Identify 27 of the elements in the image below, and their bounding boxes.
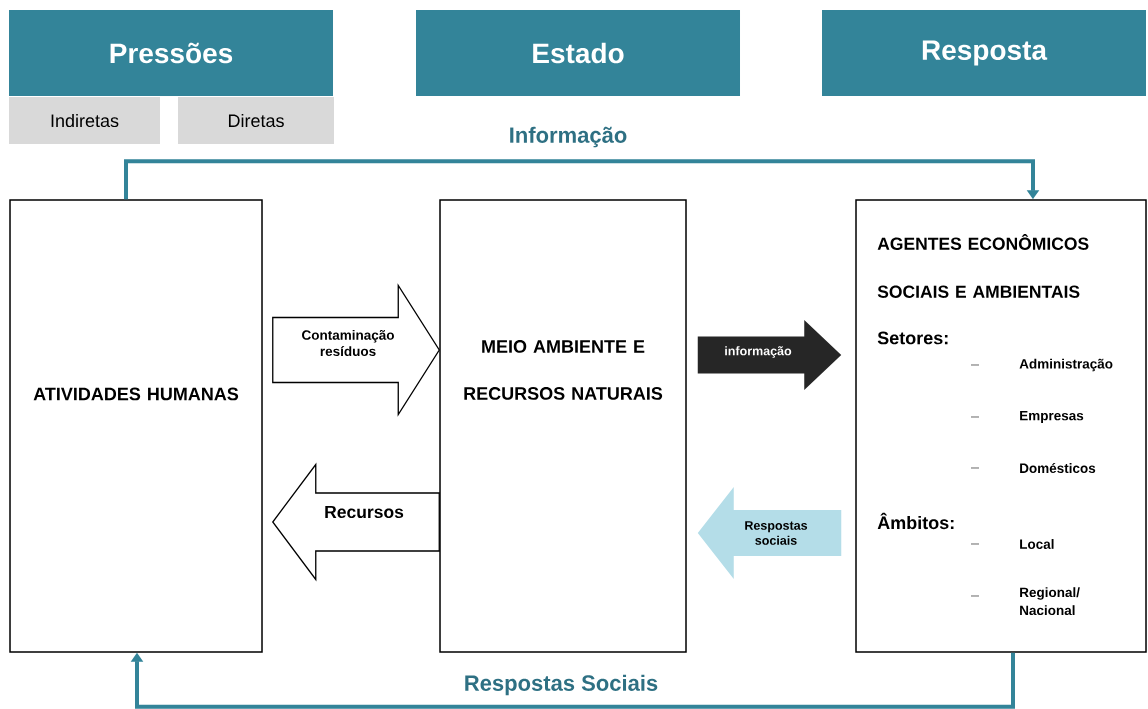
list-heading: Setores: xyxy=(877,331,948,345)
edge-label: Recursos xyxy=(325,505,404,519)
category-tab: Indiretas xyxy=(9,97,160,144)
category-tab: Diretas xyxy=(178,97,334,144)
edge-label: Respostas sociais xyxy=(745,521,808,545)
edge-label: Respostas Sociais xyxy=(462,673,660,697)
list-item: Regional/ Nacional xyxy=(1020,587,1080,616)
list-item: Administração xyxy=(1019,358,1113,372)
block-arrow xyxy=(697,320,842,390)
block-arrow xyxy=(271,462,440,582)
header-box: Pressões xyxy=(9,10,333,96)
edge-label: Contaminação resíduos xyxy=(302,329,394,357)
connector-arrow xyxy=(130,652,1015,709)
edge-label: informação xyxy=(725,346,792,358)
header-box: Resposta xyxy=(822,10,1146,96)
connector-arrow xyxy=(124,159,1040,200)
header-box: Estado xyxy=(416,10,740,96)
box-title: MEIO AMBIENTE E RECURSOS NATURAIS xyxy=(464,340,663,400)
block-arrow xyxy=(272,283,441,417)
block-arrow xyxy=(697,487,842,579)
list-heading: Âmbitos: xyxy=(877,512,954,530)
box-title: ATIVIDADES HUMANAS xyxy=(33,387,239,401)
list-item: Domésticos xyxy=(1020,463,1096,473)
box-title: AGENTES ECONÔMICOS SOCIAIS E AMBIENTAIS xyxy=(877,234,1089,298)
edge-label: Informação xyxy=(507,125,629,149)
list-item: Local xyxy=(1020,539,1054,549)
list-item: Empresas xyxy=(1020,410,1084,424)
